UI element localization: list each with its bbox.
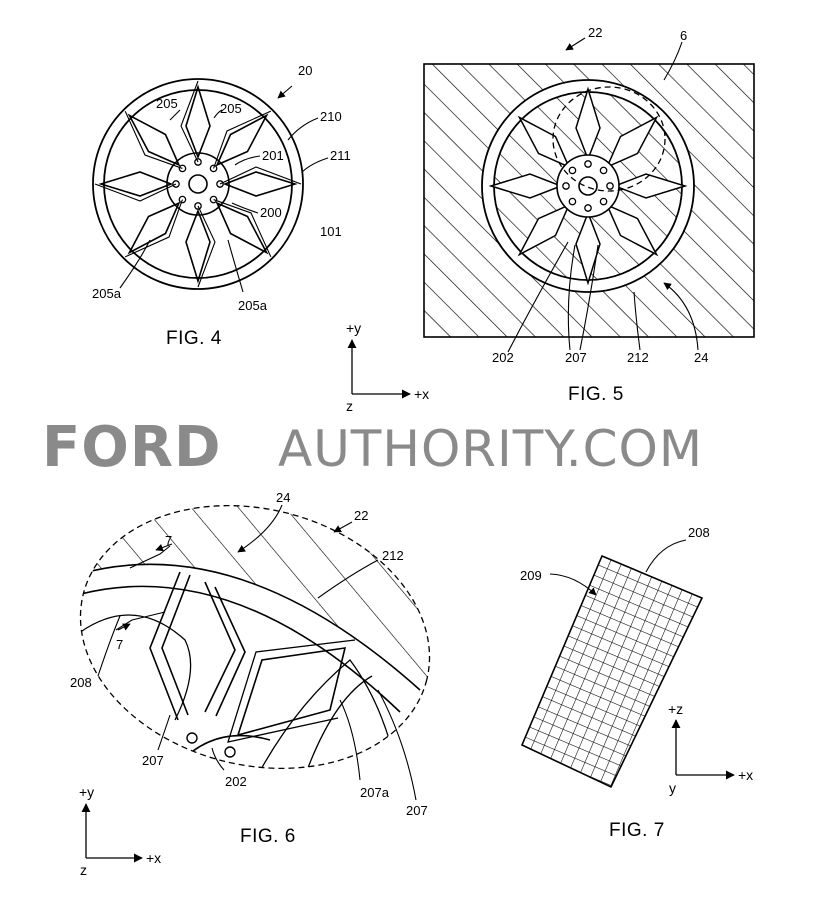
ref-211: 211 (330, 148, 351, 163)
ref-210: 210 (320, 109, 342, 124)
ref-205: 205 (220, 101, 242, 116)
watermark: FORD AUTHORITY.COM (42, 415, 703, 480)
ref-208: 208 (70, 675, 92, 690)
ref-200: 200 (260, 205, 282, 220)
ref-201: 201 (262, 148, 284, 163)
ref-207: 207 (406, 803, 428, 818)
ref-22: 22 (354, 508, 368, 523)
ref-205a: 205a (92, 286, 122, 301)
detail-circle (552, 86, 666, 192)
ref-212: 212 (627, 350, 649, 365)
axis-label-x: +x (738, 767, 753, 783)
axis-label-z: z (346, 398, 353, 414)
axis-label-z: +z (668, 701, 683, 717)
ref-205: 205 (156, 96, 178, 111)
ref-24: 24 (276, 490, 290, 505)
ref-212: 212 (382, 548, 404, 563)
figure-4: 20 205 205 210 201 211 200 101 205a 205a… (92, 63, 351, 349)
wheel-drawing (481, 79, 695, 293)
coordinate-axes (347, 339, 411, 399)
ref-202: 202 (225, 774, 247, 789)
ref-207a: 207a (360, 785, 390, 800)
ref-207: 207 (565, 350, 587, 365)
fig5-leaders (507, 37, 699, 353)
grid-panel (520, 554, 704, 789)
axis-label-y: y (669, 780, 676, 796)
detail-boundary (79, 504, 431, 770)
figure-7: 208 209 FIG. 7 (520, 525, 710, 841)
fig7-leaders (549, 539, 687, 596)
ref-209: 209 (520, 568, 542, 583)
figure-6: 24 22 212 7 7 208 207 202 207a 207 FIG. … (59, 490, 440, 847)
ref-6: 6 (680, 28, 687, 43)
axis-label-z: z (80, 862, 87, 878)
ref-202: 202 (492, 350, 514, 365)
ref-7: 7 (116, 637, 123, 652)
wheel-drawing (92, 78, 304, 290)
figure-caption: FIG. 5 (568, 384, 624, 405)
ref-208: 208 (688, 525, 710, 540)
watermark-brand: FORD (42, 415, 221, 480)
ref-24: 24 (694, 350, 708, 365)
axis-label-x: +x (146, 850, 161, 866)
axis-label-y: +y (79, 784, 94, 800)
ref-7: 7 (165, 533, 172, 548)
watermark-domain: AUTHORITY.COM (278, 420, 703, 478)
coordinate-axes (671, 719, 735, 780)
figure-caption: FIG. 4 (166, 328, 222, 349)
axis-label-x: +x (414, 386, 429, 402)
ref-22: 22 (588, 25, 602, 40)
figure-caption: FIG. 7 (609, 820, 665, 841)
fig6-leaders (97, 504, 417, 801)
axis-label-y: +y (346, 320, 361, 336)
ref-205a: 205a (238, 298, 268, 313)
ref-207: 207 (142, 753, 164, 768)
coordinate-axes (81, 803, 143, 863)
fig4-leaders (119, 85, 329, 293)
ref-101: 101 (320, 224, 342, 239)
figure-caption: FIG. 6 (240, 826, 296, 847)
figure-5: 22 6 202 207 212 24 FIG. 5 (423, 25, 755, 405)
ref-20: 20 (298, 63, 312, 78)
